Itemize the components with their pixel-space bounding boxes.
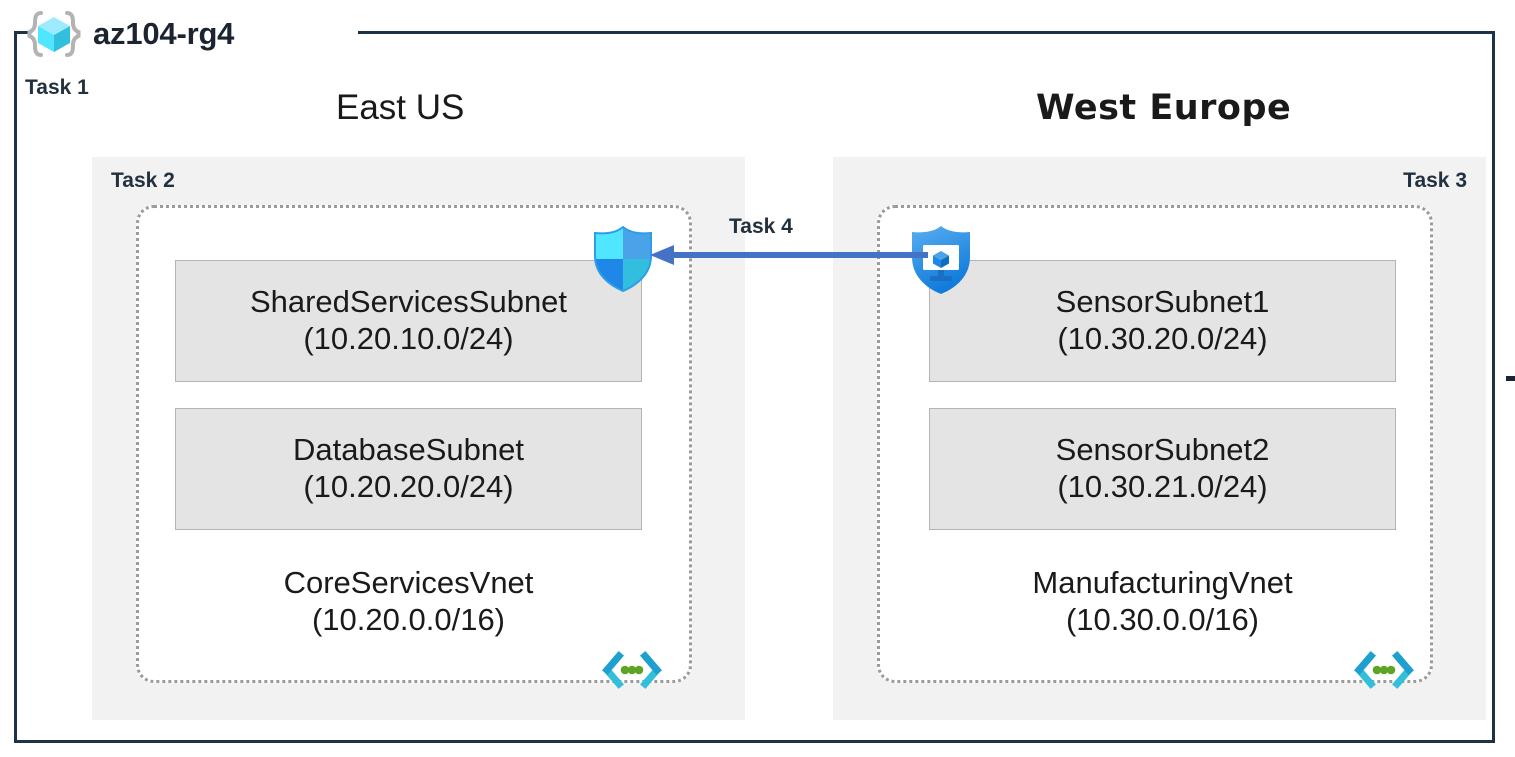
subnet-sharedservices: SharedServicesSubnet (10.20.10.0/24) <box>175 260 642 382</box>
subnet-sensor1: SensorSubnet1 (10.30.20.0/24) <box>929 260 1396 382</box>
task1-label: Task 1 <box>25 76 89 99</box>
task4-label: Task 4 <box>729 215 793 238</box>
region-title-east-us: East US <box>336 88 465 127</box>
subnet-sensor2: SensorSubnet2 (10.30.21.0/24) <box>929 408 1396 530</box>
subnet-name: SensorSubnet1 <box>1055 284 1270 320</box>
subnet-cidr: (10.30.21.0/24) <box>1057 469 1268 504</box>
resource-group-title-mask <box>28 18 358 48</box>
resource-group-header: az104-rg4 <box>24 8 234 60</box>
vnet-caption-manufacturing: ManufacturingVnet (10.30.0.0/16) <box>929 565 1396 638</box>
resource-group-boundary <box>14 31 1495 743</box>
subnet-name: SensorSubnet2 <box>1055 432 1270 468</box>
vnet-name: ManufacturingVnet <box>1032 565 1293 600</box>
vnet-caption-coreservices: CoreServicesVnet (10.20.0.0/16) <box>175 565 642 638</box>
task3-label: Task 3 <box>1403 169 1467 192</box>
subnet-cidr: (10.20.20.0/24) <box>303 469 514 504</box>
firewall-shield-icon <box>592 225 654 293</box>
subnet-cidr: (10.30.20.0/24) <box>1057 321 1268 356</box>
region-title-west-europe: West Europe <box>1036 88 1292 128</box>
virtual-network-icon <box>1352 648 1416 692</box>
vnet-name: CoreServicesVnet <box>283 565 534 600</box>
task1-leader-line <box>14 43 17 121</box>
task2-label: Task 2 <box>111 169 175 192</box>
resource-group-name: az104-rg4 <box>93 16 235 51</box>
resource-group-icon <box>24 10 84 58</box>
edge-artifact-mark <box>1506 376 1515 381</box>
virtual-network-icon <box>600 648 664 692</box>
subnet-name: SharedServicesSubnet <box>249 284 568 320</box>
vnet-peering-arrow <box>650 245 928 265</box>
vnet-cidr: (10.20.0.0/16) <box>311 601 506 637</box>
bastion-shield-icon <box>908 224 974 296</box>
subnet-name: DatabaseSubnet <box>293 432 524 468</box>
vnet-cidr: (10.30.0.0/16) <box>1065 601 1260 637</box>
subnet-cidr: (10.20.10.0/24) <box>303 321 514 356</box>
subnet-database: DatabaseSubnet (10.20.20.0/24) <box>175 408 642 530</box>
